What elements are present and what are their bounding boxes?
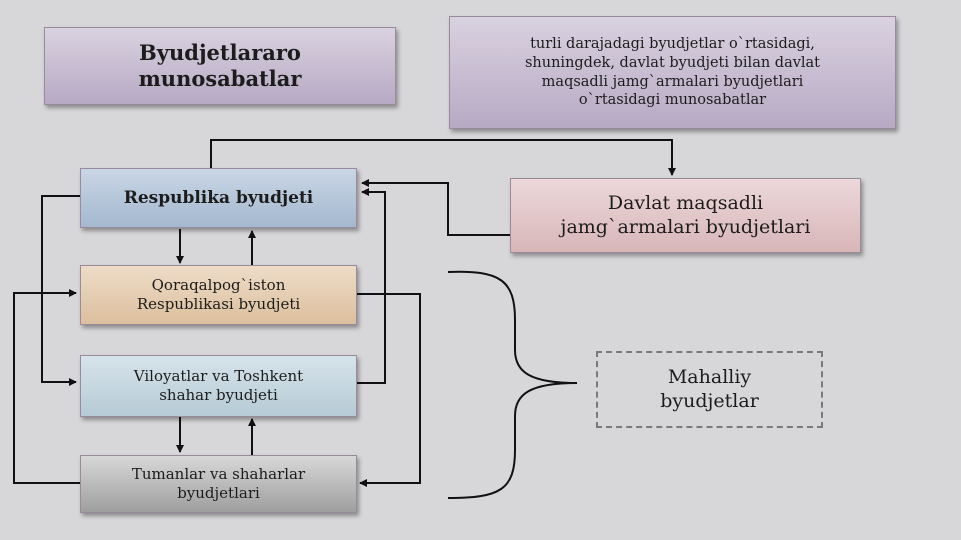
state-target-funds-box: Davlat maqsadli jamg`armalari byudjetlar… [510,178,861,253]
districts-cities-budgets-box: Tumanlar va shaharlar byudjetlari [80,455,357,513]
arrow-funds-to-republic [361,179,510,236]
regions-tashkent-budget-label: Viloyatlar va Toshkent shahar byudjeti [133,366,304,405]
arrow-karakalpak-to-districts [357,293,421,487]
republic-budget-box: Respublika byudjeti [80,168,357,228]
karakalpakstan-budget-label: Qoraqalpog`iston Respublikasi byudjeti [136,275,301,314]
definition-text: turli darajadagi byudjetlar o`rtasidagi,… [524,35,821,109]
districts-cities-budgets-label: Tumanlar va shaharlar byudjetlari [131,464,306,503]
interbudget-relations-title: Byudjetlararo munosabatlar [138,39,302,91]
republic-budget-label: Respublika byudjeti [123,188,314,208]
interbudget-relations-title-box: Byudjetlararo munosabatlar [44,27,396,105]
local-budgets-label: Mahalliy byudjetlar [660,365,759,412]
local-budgets-brace [447,270,578,499]
definition-box: turli darajadagi byudjetlar o`rtasidagi,… [449,16,896,129]
arrow-republic-to-funds [210,139,676,176]
arrow-republic-to-regions [41,195,80,386]
karakalpakstan-budget-box: Qoraqalpog`iston Respublikasi byudjeti [80,265,357,325]
arrow-regions-to-republic [357,188,386,384]
arrow-districts-to-karakalpak [13,289,80,484]
local-budgets-box: Mahalliy byudjetlar [596,351,823,428]
regions-tashkent-budget-box: Viloyatlar va Toshkent shahar byudjeti [80,355,357,417]
state-target-funds-label: Davlat maqsadli jamg`armalari byudjetlar… [560,191,811,238]
